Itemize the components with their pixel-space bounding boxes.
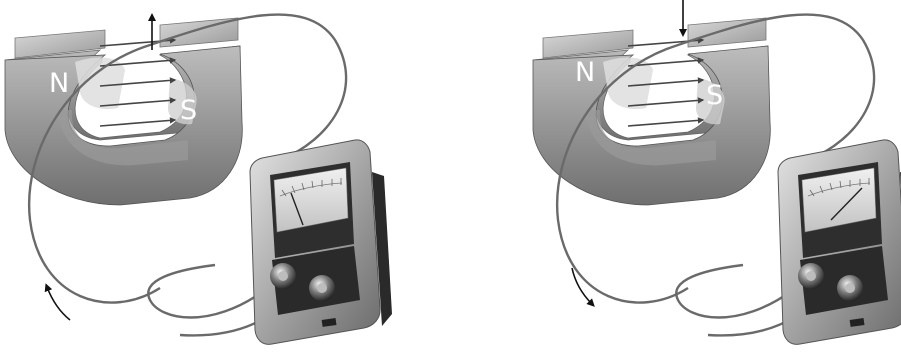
panel-left: N S [5, 15, 392, 345]
north-pole-label: N [49, 68, 69, 99]
panel-right: N S [533, 0, 901, 344]
south-pole-label: S [180, 95, 197, 126]
left-apparatus [5, 15, 392, 345]
current-direction-arrow [572, 268, 592, 304]
north-pole-label: N [575, 57, 595, 88]
south-pole-label: S [706, 80, 723, 111]
current-direction-arrow [47, 287, 70, 320]
